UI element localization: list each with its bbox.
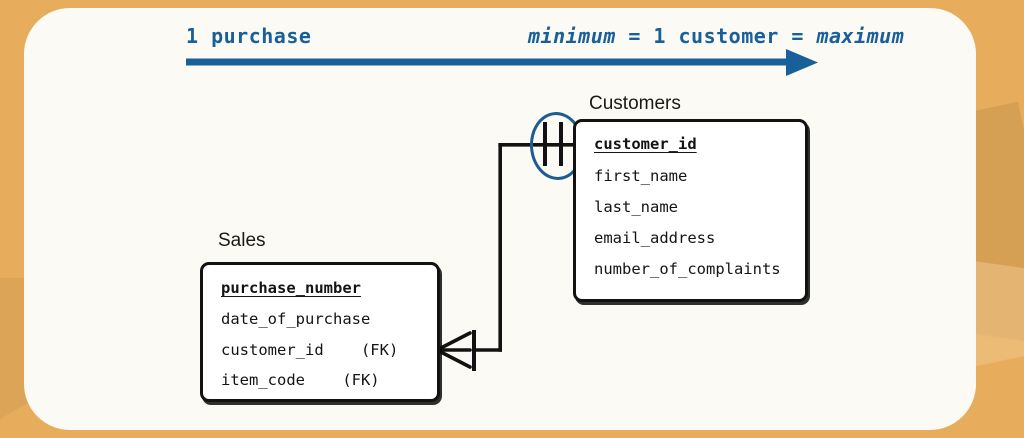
field-sales-customer-id: customer_id (FK)	[221, 341, 399, 359]
relationship-connector	[474, 143, 578, 352]
field-customers-customer-id: customer_id	[594, 135, 697, 153]
field-sales-item-code: item_code (FK)	[221, 371, 380, 389]
header-minimum-word: minimum	[528, 24, 616, 48]
field-sales-purchase-number: purchase_number	[221, 279, 361, 297]
field-customers-email-address: email_address	[594, 229, 716, 247]
field-customers-first-name: first_name	[594, 167, 688, 185]
entity-title-sales: Sales	[218, 230, 266, 251]
header-middle-words: = 1 customer =	[615, 24, 817, 48]
entity-box-sales[interactable]: purchase_number date_of_purchase custome…	[200, 262, 440, 402]
header-maximum-word: maximum	[816, 24, 905, 48]
field-sales-date-of-purchase: date_of_purchase	[221, 310, 371, 328]
field-customers-number-of-complaints: number_of_complaints	[594, 260, 781, 278]
header-right-label: minimum = 1 customer = maximum	[528, 24, 904, 48]
direction-arrow	[186, 49, 818, 76]
entity-box-customers[interactable]: customer_id first_name last_name email_a…	[573, 119, 808, 302]
header-left-label: 1 purchase	[186, 24, 312, 48]
cardinality-double-bar-symbol	[543, 122, 563, 166]
entity-title-customers: Customers	[589, 93, 681, 114]
crows-foot-many-symbol	[435, 331, 472, 369]
field-customers-last-name: last_name	[594, 198, 678, 216]
